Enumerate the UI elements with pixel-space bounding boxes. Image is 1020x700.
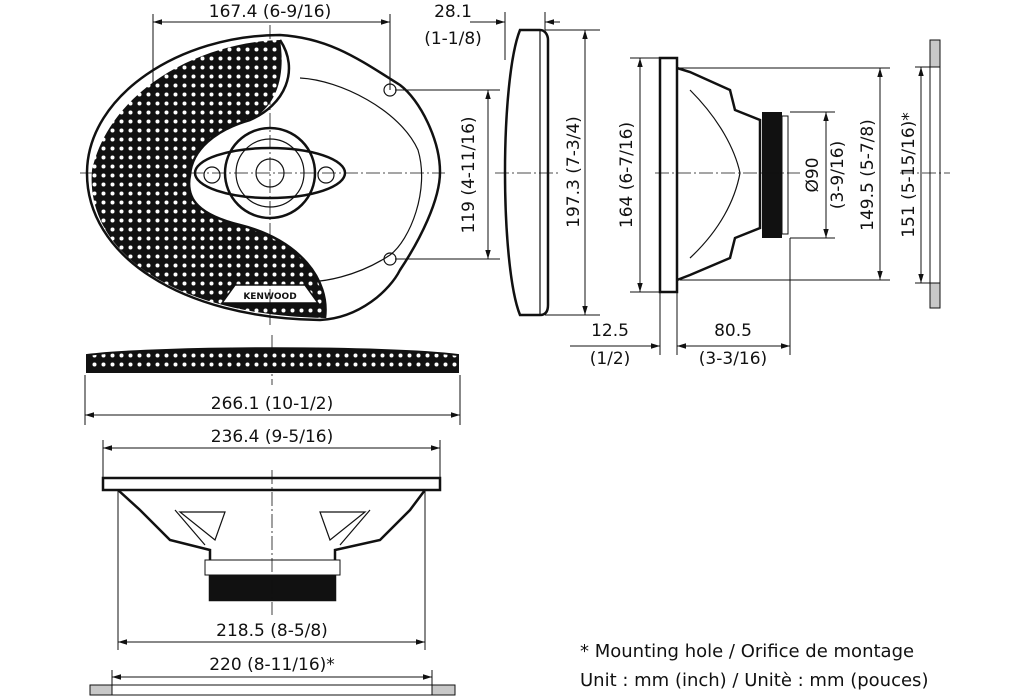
dim-magnet-dia-in: (3-9/16) [828, 141, 848, 209]
dim-flange-depth-mm: 12.5 [591, 321, 629, 341]
dim-mount-depth-in: (3-3/16) [699, 349, 767, 369]
dim-grille-height: 197.3 (7-3/4) [564, 116, 584, 228]
dim-hole-spacing: 119 (4-11/16) [459, 116, 479, 233]
dim-overall-width: 266.1 (10-1/2) [211, 394, 333, 414]
dim-mount-hole-width: 220 (8-11/16)* [209, 655, 335, 675]
speaker-bottom-view [89, 440, 456, 696]
dim-grille-depth-mm: 28.1 [434, 2, 472, 22]
dim-top-width: 167.4 (6-9/16) [209, 2, 331, 22]
dim-magnet-dia-mm: Ø90 [803, 157, 823, 192]
dim-frame-height: 164 (6-7/16) [617, 122, 637, 228]
speaker-side-view [570, 39, 950, 355]
dim-basket-width: 218.5 (8-5/8) [216, 621, 328, 641]
dim-basket-height: 149.5 (5-7/8) [858, 119, 878, 231]
note-mounting-hole: * Mounting hole / Orifice de montage [580, 641, 914, 662]
top-view: KENWOOD [80, 14, 500, 325]
grille-front-profile [84, 335, 461, 425]
dim-grille-depth-in: (1-1/8) [424, 29, 482, 49]
grille-side-view [470, 12, 600, 317]
dim-mount-depth-mm: 80.5 [714, 321, 752, 341]
note-unit: Unit : mm (inch) / Unitè : mm (pouces) [580, 670, 928, 691]
dim-frame-width: 236.4 (9-5/16) [211, 427, 333, 447]
dim-flange-depth-in: (1/2) [590, 349, 631, 369]
dim-mount-hole-height: 151 (5-15/16)* [899, 112, 919, 238]
